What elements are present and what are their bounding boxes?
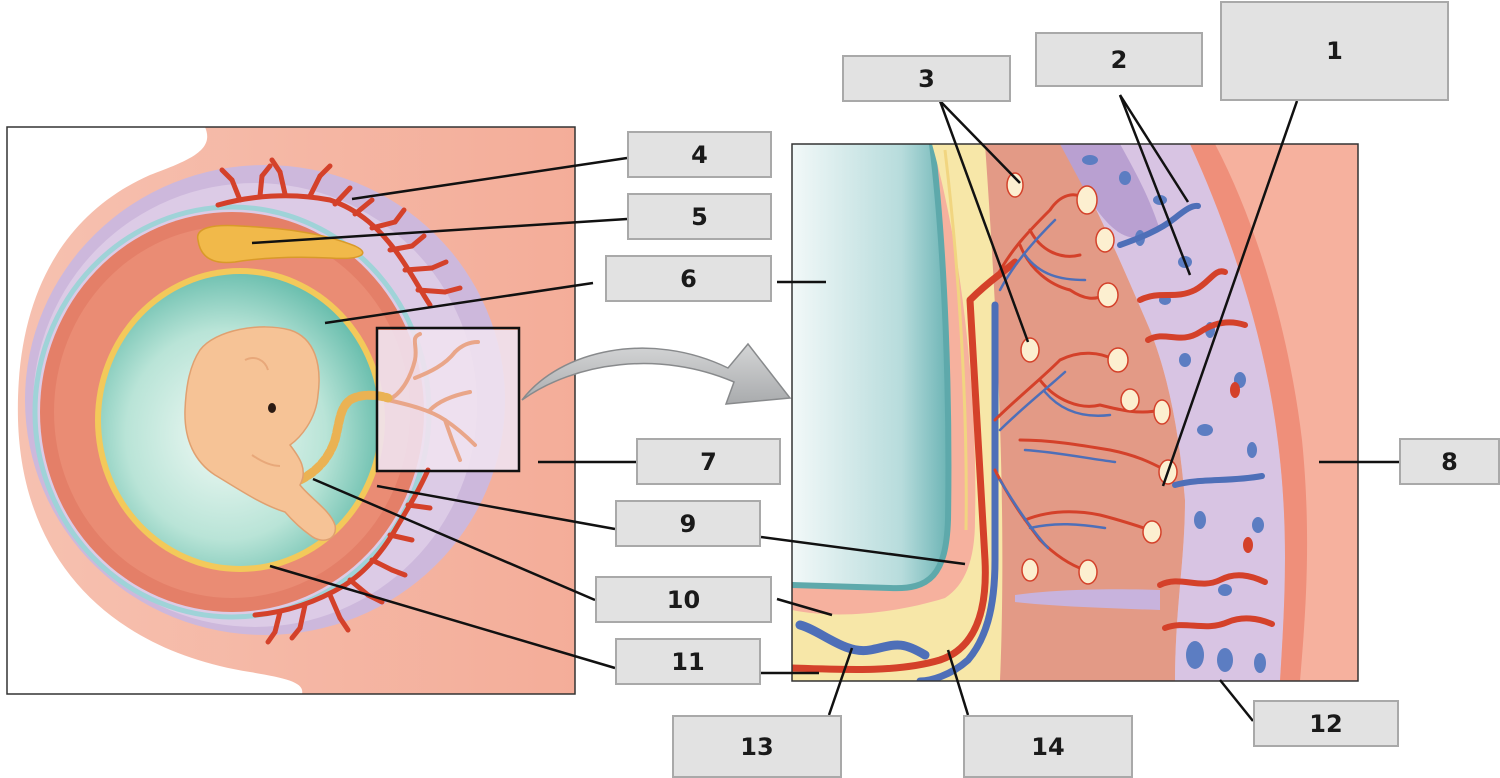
uterus-cross-section xyxy=(7,127,575,694)
label-7[interactable]: 7 xyxy=(636,438,781,485)
label-11[interactable]: 11 xyxy=(615,638,761,685)
leader-lines xyxy=(251,94,1399,722)
label-13[interactable]: 13 xyxy=(672,715,842,778)
label-1[interactable]: 1 xyxy=(1220,1,1449,101)
zoom-arrow-icon xyxy=(521,342,792,405)
yolk-sac xyxy=(197,224,364,264)
umbilical-cord xyxy=(295,390,393,485)
label-5[interactable]: 5 xyxy=(627,193,772,240)
placenta-detail xyxy=(792,144,1358,681)
label-14[interactable]: 14 xyxy=(963,715,1133,778)
label-6[interactable]: 6 xyxy=(605,255,772,302)
label-12[interactable]: 12 xyxy=(1253,700,1399,747)
label-10[interactable]: 10 xyxy=(595,576,772,623)
label-9[interactable]: 9 xyxy=(615,500,761,547)
label-3[interactable]: 3 xyxy=(842,55,1011,102)
zoom-region-box xyxy=(375,326,521,473)
label-8[interactable]: 8 xyxy=(1399,438,1500,485)
label-4[interactable]: 4 xyxy=(627,131,772,178)
label-2[interactable]: 2 xyxy=(1035,32,1203,87)
embryo xyxy=(184,326,337,541)
